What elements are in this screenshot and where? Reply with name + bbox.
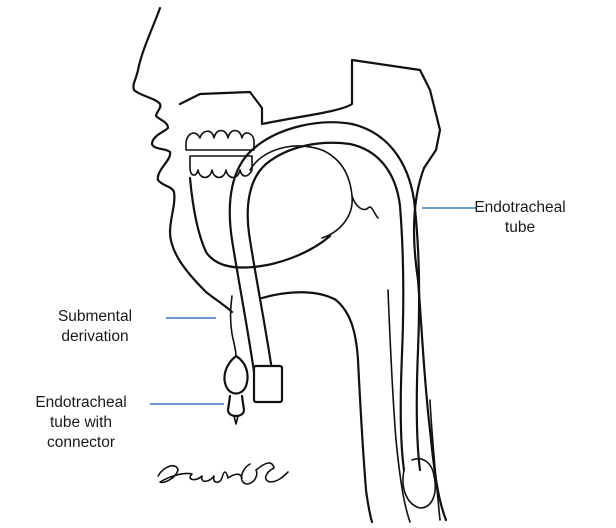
label-endotracheal-tube-line1: Endotracheal: [474, 198, 566, 218]
label-endotracheal-tube-line2: tube: [474, 218, 566, 238]
label-tube-with-connector-line2: tube with: [14, 413, 148, 433]
label-tube-with-connector-line3: connector: [14, 433, 148, 453]
label-endotracheal-tube: Endotracheal tube: [474, 198, 566, 238]
label-submental-derivation-line2: derivation: [28, 327, 162, 347]
anterior-neck: [262, 292, 372, 522]
epiglottis: [352, 196, 378, 218]
label-tube-with-connector-line1: Endotracheal: [14, 393, 148, 413]
endotracheal-tube-inner: [248, 143, 404, 470]
tube-connector: [254, 366, 282, 402]
label-submental-derivation: Submental derivation: [28, 307, 162, 347]
face-profile: [133, 8, 232, 312]
tongue: [250, 146, 352, 238]
trachea: [388, 290, 410, 522]
pilot-tip: [234, 416, 238, 424]
maxilla: [180, 92, 262, 124]
artist-signature: [158, 463, 288, 484]
pilot-line: [231, 296, 237, 356]
label-submental-derivation-line1: Submental: [28, 307, 162, 327]
pilot-valve: [228, 396, 244, 416]
pilot-balloon: [224, 356, 247, 394]
label-tube-with-connector: Endotracheal tube with connector: [14, 393, 148, 453]
upper-teeth: [186, 131, 254, 151]
mandible: [190, 178, 330, 268]
